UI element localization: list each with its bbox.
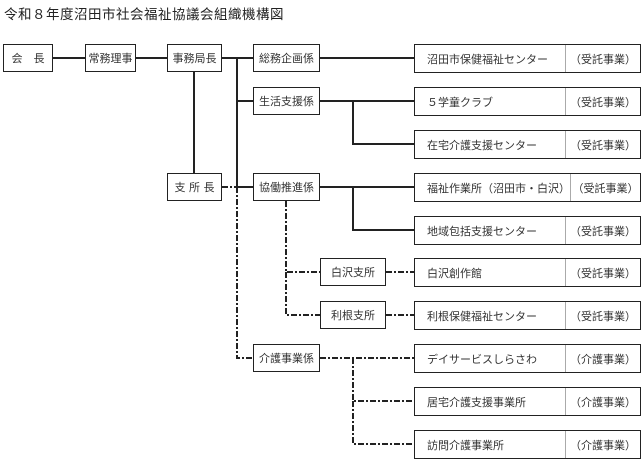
- program-kind: （受託事業）: [570, 309, 636, 323]
- program-name: 居宅介護支援事業所: [415, 388, 566, 415]
- node-care-business: 介護事業係: [253, 344, 320, 372]
- program-kind: （介護事業）: [570, 395, 636, 409]
- node-secretary-general: 事務局長: [167, 44, 222, 72]
- program-box: 福祉作業所（沼田市・白沢） （受託事業）: [414, 173, 641, 202]
- program-name: ５学童クラブ: [415, 88, 566, 115]
- program-name: 白沢創作館: [415, 259, 566, 286]
- program-box: 居宅介護支援事業所 （介護事業）: [414, 387, 641, 416]
- node-tone-branch: 利根支所: [320, 301, 386, 329]
- dash-care-prog8: [352, 358, 414, 402]
- dash-coop-tone: [285, 272, 320, 316]
- program-kind: （受託事業）: [570, 95, 636, 109]
- node-managing-director: 常務理事: [85, 44, 136, 72]
- dash-branchmgr-care: [236, 187, 253, 359]
- program-box: 在宅介護支援センター （受託事業）: [414, 130, 641, 159]
- program-name: 沼田市保健福祉センター: [415, 45, 566, 72]
- program-box: 地域包括支援センター （受託事業）: [414, 216, 641, 245]
- program-kind: （受託事業）: [570, 266, 636, 280]
- chart-title: 令和８年度沼田市社会福祉協議会組織機構図: [4, 7, 284, 23]
- program-box: 訪問介護事業所 （介護事業）: [414, 430, 641, 459]
- node-chairman: 会 長: [3, 44, 53, 72]
- program-kind: （介護事業）: [570, 352, 636, 366]
- program-name: 福祉作業所（沼田市・白沢）: [415, 174, 571, 201]
- node-cooperation: 協働推進係: [253, 173, 320, 201]
- program-kind: （受託事業）: [570, 52, 636, 66]
- program-kind: （受託事業）: [570, 138, 636, 152]
- dash-care-prog9: [352, 401, 414, 445]
- program-name: 訪問介護事業所: [415, 431, 566, 458]
- node-shirasawa-branch: 白沢支所: [320, 258, 386, 286]
- program-name: 利根保健福祉センター: [415, 302, 566, 329]
- dash-coop-shirasawa: [285, 201, 320, 273]
- program-kind: （受託事業）: [572, 181, 639, 195]
- line-coop-to-prog4: [352, 187, 414, 231]
- program-box: 沼田市保健福祉センター （受託事業）: [414, 44, 641, 73]
- program-kind: （受託事業）: [570, 224, 636, 238]
- node-life-support: 生活支援係: [253, 87, 320, 115]
- program-box: ５学童クラブ （受託事業）: [414, 87, 641, 116]
- node-general-affairs: 総務企画係: [253, 44, 320, 72]
- program-kind: （介護事業）: [570, 438, 636, 452]
- program-name: 在宅介護支援センター: [415, 131, 566, 158]
- program-box: 白沢創作館 （受託事業）: [414, 258, 641, 287]
- program-box: 利根保健福祉センター （受託事業）: [414, 301, 641, 330]
- program-name: 地域包括支援センター: [415, 217, 566, 244]
- program-box: デイサービスしらさわ （介護事業）: [414, 344, 641, 373]
- line-col2-trunk: [236, 58, 253, 188]
- program-name: デイサービスしらさわ: [415, 345, 566, 372]
- node-branch-manager: 支 所 長: [167, 173, 222, 201]
- line-life-to-prog2: [352, 101, 414, 145]
